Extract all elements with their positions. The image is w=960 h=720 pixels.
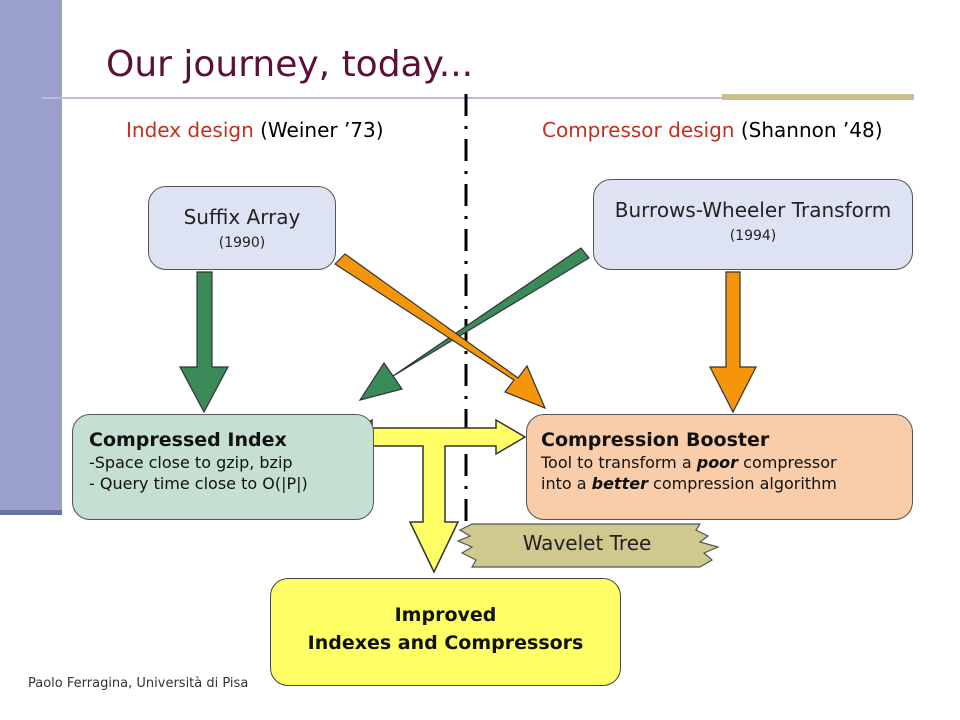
suffix-to-index-arrow <box>179 271 229 414</box>
title-rule <box>42 97 913 99</box>
booster-line2-pre: into a <box>541 474 592 493</box>
wavelet-tree-label: Wavelet Tree <box>522 531 652 555</box>
booster-poor-word: poor <box>696 453 739 472</box>
suffix-to-booster-arrow <box>334 253 547 410</box>
index-design-header: Index design (Weiner ’73) <box>126 118 384 142</box>
booster-better-word: better <box>591 474 648 493</box>
bwt-to-booster-arrow <box>709 271 757 414</box>
footer-credit: Paolo Ferragina, Università di Pisa <box>28 676 249 691</box>
booster-line2-post: compression algorithm <box>647 474 837 493</box>
compressor-design-header: Compressor design (Shannon ’48) <box>542 118 883 142</box>
compressed-index-box: Compressed Index -Space close to gzip, b… <box>72 414 374 520</box>
booster-line1-post: compressor <box>738 453 837 472</box>
compressor-design-label: Compressor design <box>542 118 735 142</box>
compression-booster-title: Compression Booster <box>541 429 770 451</box>
improved-box: Improved Indexes and Compressors <box>270 578 621 686</box>
compressed-index-title: Compressed Index <box>89 429 287 451</box>
suffix-array-year: (1990) <box>218 235 266 251</box>
wavelet-tree-badge <box>456 523 720 568</box>
bwt-year: (1994) <box>729 228 777 244</box>
compressed-index-query: - Query time close to O(|P|) <box>89 474 308 493</box>
slide-title: Our journey, today... <box>106 44 474 85</box>
bwt-title: Burrows-Wheeler Transform <box>614 198 892 222</box>
index-design-label: Index design <box>126 118 254 142</box>
sidebar-shadow <box>0 510 62 515</box>
bwt-box: Burrows-Wheeler Transform (1994) <box>593 179 913 270</box>
compression-booster-box: Compression Booster Tool to transform a … <box>526 414 913 520</box>
compression-booster-line1: Tool to transform a poor compressor <box>541 453 912 472</box>
suffix-array-box: Suffix Array (1990) <box>148 186 336 270</box>
booster-line1-pre: Tool to transform a <box>541 453 697 472</box>
improved-line1: Improved <box>394 604 497 626</box>
compression-booster-line2: into a better compression algorithm <box>541 474 912 493</box>
suffix-array-title: Suffix Array <box>183 205 301 229</box>
compressor-design-citation: (Shannon ’48) <box>734 118 883 142</box>
bwt-to-index-arrow <box>358 247 590 401</box>
sidebar-decoration <box>0 0 62 512</box>
title-rule-accent <box>722 94 914 100</box>
index-design-citation: (Weiner ’73) <box>253 118 384 142</box>
compressed-index-space: -Space close to gzip, bzip <box>89 453 293 472</box>
improvement-arrow <box>341 418 527 574</box>
improved-line2: Indexes and Compressors <box>307 632 584 654</box>
